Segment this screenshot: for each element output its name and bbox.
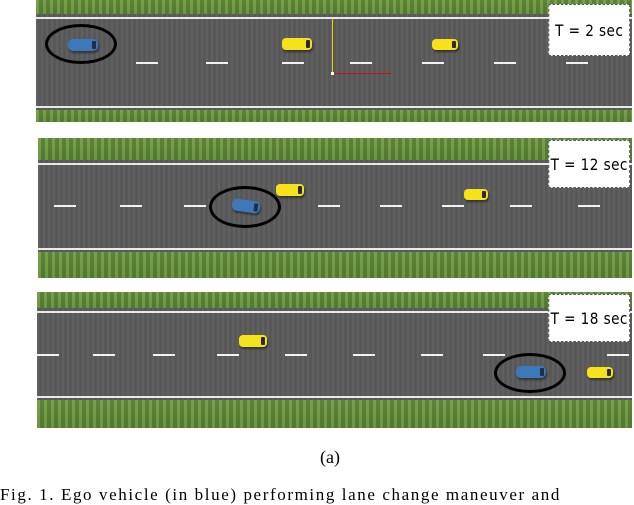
road-edge-line <box>38 248 632 250</box>
ego-highlight-ellipse <box>209 186 281 228</box>
lane-dash <box>380 205 402 207</box>
grass-top <box>38 138 632 160</box>
coordinate-origin <box>331 72 334 75</box>
time-label: T = 2 sec <box>548 4 630 56</box>
coordinate-axis-y <box>332 18 333 74</box>
yellow-vehicle <box>432 39 458 50</box>
lane-dash <box>184 205 206 207</box>
lane-dash <box>37 354 59 356</box>
simulation-panel-t2: T = 2 sec <box>36 0 632 122</box>
lane-dash <box>607 354 629 356</box>
time-label: T = 18 sec <box>548 294 630 342</box>
yellow-vehicle <box>239 335 267 347</box>
lane-dash <box>421 354 443 356</box>
lane-dash <box>353 354 375 356</box>
grass-bottom <box>38 252 632 278</box>
lane-dash <box>136 62 158 64</box>
figure-subcaption: (a) <box>320 447 340 467</box>
lane-dash <box>483 354 505 356</box>
lane-dash <box>285 354 307 356</box>
time-label: T = 12 sec <box>548 140 630 188</box>
road-edge-line <box>36 106 632 108</box>
yellow-vehicle <box>282 38 312 50</box>
road-edge-line <box>37 311 632 313</box>
road-edge-line <box>36 17 632 19</box>
lane-dash <box>578 205 600 207</box>
lane-dash <box>54 205 76 207</box>
lane-dash <box>350 62 372 64</box>
lane-dash <box>93 354 115 356</box>
ego-highlight-ellipse <box>45 24 117 64</box>
lane-dash <box>217 354 239 356</box>
yellow-vehicle <box>276 184 304 196</box>
lane-dash <box>510 205 532 207</box>
lane-dash <box>206 62 228 64</box>
grass-bottom <box>37 400 632 428</box>
grass-bottom <box>36 110 632 122</box>
grass-top <box>37 292 632 308</box>
lane-dash <box>442 205 464 207</box>
yellow-vehicle <box>464 189 488 200</box>
figure-caption-fragment: Fig. 1. Ego vehicle (in blue) performing… <box>0 485 561 504</box>
road <box>36 14 632 110</box>
grass-top <box>36 0 632 14</box>
yellow-vehicle <box>587 367 613 378</box>
ego-highlight-ellipse <box>494 353 566 393</box>
lane-dash <box>282 62 304 64</box>
lane-dash <box>318 205 340 207</box>
coordinate-axis-x <box>333 73 391 74</box>
simulation-panel-t18: T = 18 sec <box>37 292 632 428</box>
lane-dash <box>566 62 588 64</box>
road-edge-line <box>38 163 632 165</box>
lane-dash <box>120 205 142 207</box>
lane-dash <box>494 62 516 64</box>
lane-dash <box>153 354 175 356</box>
simulation-panel-t12: T = 12 sec <box>38 138 632 278</box>
lane-dash <box>422 62 444 64</box>
road-edge-line <box>37 396 632 398</box>
